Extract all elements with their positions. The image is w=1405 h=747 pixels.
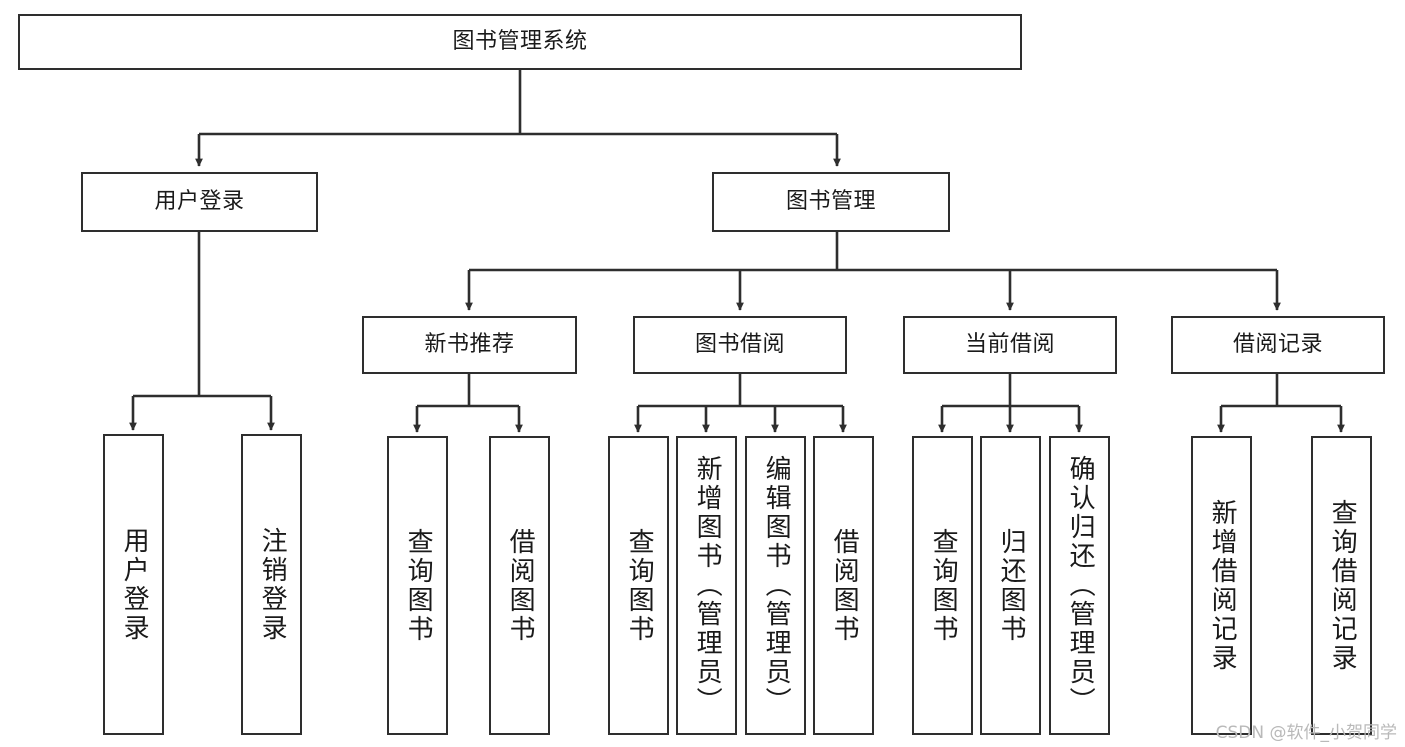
node-leaf-add-book-label: 新增图书（管理员） (692, 455, 723, 716)
csdn-watermark: CSDN @软件_小贺同学 (1215, 723, 1397, 743)
node-leaf-return-book-label: 归还图书 (996, 527, 1027, 644)
node-leaf-borrow-book-2[interactable]: 借阅图书 (813, 436, 874, 735)
node-new-book-recommend[interactable]: 新书推荐 (362, 316, 577, 374)
node-leaf-confirm-return[interactable]: 确认归还（管理员） (1049, 436, 1110, 735)
node-leaf-query-book-2[interactable]: 查询图书 (608, 436, 669, 735)
node-leaf-user-login[interactable]: 用户登录 (103, 434, 164, 735)
node-borrow-record-label: 借阅记录 (1232, 332, 1323, 358)
node-leaf-logout-login[interactable]: 注销登录 (241, 434, 302, 735)
node-leaf-borrow-book-1[interactable]: 借阅图书 (489, 436, 550, 735)
node-leaf-query-book-3[interactable]: 查询图书 (912, 436, 973, 735)
node-leaf-edit-book-label: 编辑图书（管理员） (761, 455, 792, 716)
node-leaf-add-book[interactable]: 新增图书（管理员） (676, 436, 737, 735)
node-new-book-recommend-label: 新书推荐 (424, 332, 515, 358)
node-user-login-label: 用户登录 (154, 189, 245, 215)
node-leaf-add-record[interactable]: 新增借阅记录 (1191, 436, 1252, 735)
node-leaf-user-login-label: 用户登录 (119, 526, 150, 643)
node-user-login[interactable]: 用户登录 (81, 172, 318, 232)
node-leaf-borrow-book-1-label: 借阅图书 (505, 527, 536, 644)
node-book-borrow-label: 图书借阅 (694, 332, 785, 358)
node-current-borrow[interactable]: 当前借阅 (903, 316, 1117, 374)
node-leaf-return-book[interactable]: 归还图书 (980, 436, 1041, 735)
node-leaf-query-record[interactable]: 查询借阅记录 (1311, 436, 1372, 735)
node-leaf-borrow-book-2-label: 借阅图书 (829, 527, 860, 644)
node-root-system-label: 图书管理系统 (452, 29, 588, 55)
node-leaf-confirm-return-label: 确认归还（管理员） (1065, 455, 1096, 716)
node-borrow-record[interactable]: 借阅记录 (1171, 316, 1385, 374)
node-leaf-add-record-label: 新增借阅记录 (1207, 498, 1238, 673)
node-leaf-query-book-1[interactable]: 查询图书 (387, 436, 448, 735)
node-leaf-logout-login-label: 注销登录 (257, 526, 288, 643)
node-leaf-edit-book[interactable]: 编辑图书（管理员） (745, 436, 806, 735)
node-leaf-query-book-3-label: 查询图书 (928, 527, 959, 644)
node-book-borrow[interactable]: 图书借阅 (633, 316, 847, 374)
node-leaf-query-book-2-label: 查询图书 (624, 527, 655, 644)
node-book-management-label: 图书管理 (785, 189, 876, 215)
node-leaf-query-book-1-label: 查询图书 (403, 527, 434, 644)
node-leaf-query-record-label: 查询借阅记录 (1327, 498, 1358, 673)
node-book-management[interactable]: 图书管理 (712, 172, 950, 232)
node-root-system[interactable]: 图书管理系统 (18, 14, 1022, 70)
node-current-borrow-label: 当前借阅 (964, 332, 1055, 358)
